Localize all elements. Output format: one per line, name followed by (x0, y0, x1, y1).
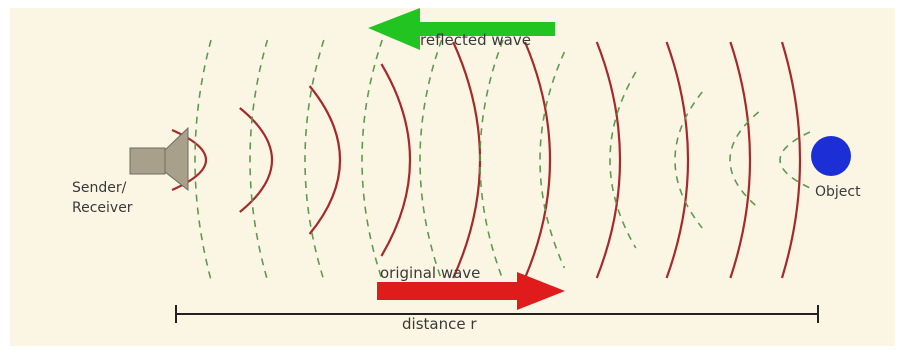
reflected-wave-front (419, 39, 443, 281)
reflected-wave-front (729, 111, 760, 209)
distance-scale (175, 305, 819, 323)
speaker-body (129, 147, 166, 175)
reflected-wave-front (779, 131, 811, 189)
arrow-left-icon (368, 8, 555, 50)
arrow-right-icon (377, 272, 565, 310)
speaker-cone (164, 126, 189, 192)
diagram-panel (10, 8, 895, 346)
original-wave-label: original wave (380, 264, 481, 282)
ball-icon (811, 136, 851, 176)
reflected-wave-front (539, 51, 566, 269)
reflected-wave-label: reflected wave (420, 31, 531, 49)
original-wave-front (239, 107, 273, 213)
object-label: Object (815, 184, 861, 200)
reflected-wave-front (609, 71, 637, 249)
wave-fronts (171, 39, 811, 281)
reflected-wave-front (249, 39, 269, 281)
sender-receiver-label: Sender/ Receiver (72, 180, 133, 216)
reflected-wave-front (674, 91, 703, 229)
original-wave-front (595, 41, 622, 279)
reflected-wave-front (194, 39, 212, 281)
original-wave-front (665, 41, 690, 279)
speaker-icon (129, 126, 189, 192)
original-wave-front (780, 41, 802, 279)
reflected-wave-front (304, 39, 325, 281)
original-wave-front (380, 63, 411, 257)
reflected-wave-front (479, 39, 504, 281)
original-wave-front (308, 85, 342, 235)
original-wave-front (523, 41, 552, 279)
distance-label: distance r (402, 315, 477, 333)
reflected-wave-front (361, 39, 383, 281)
original-wave-front (729, 41, 752, 279)
